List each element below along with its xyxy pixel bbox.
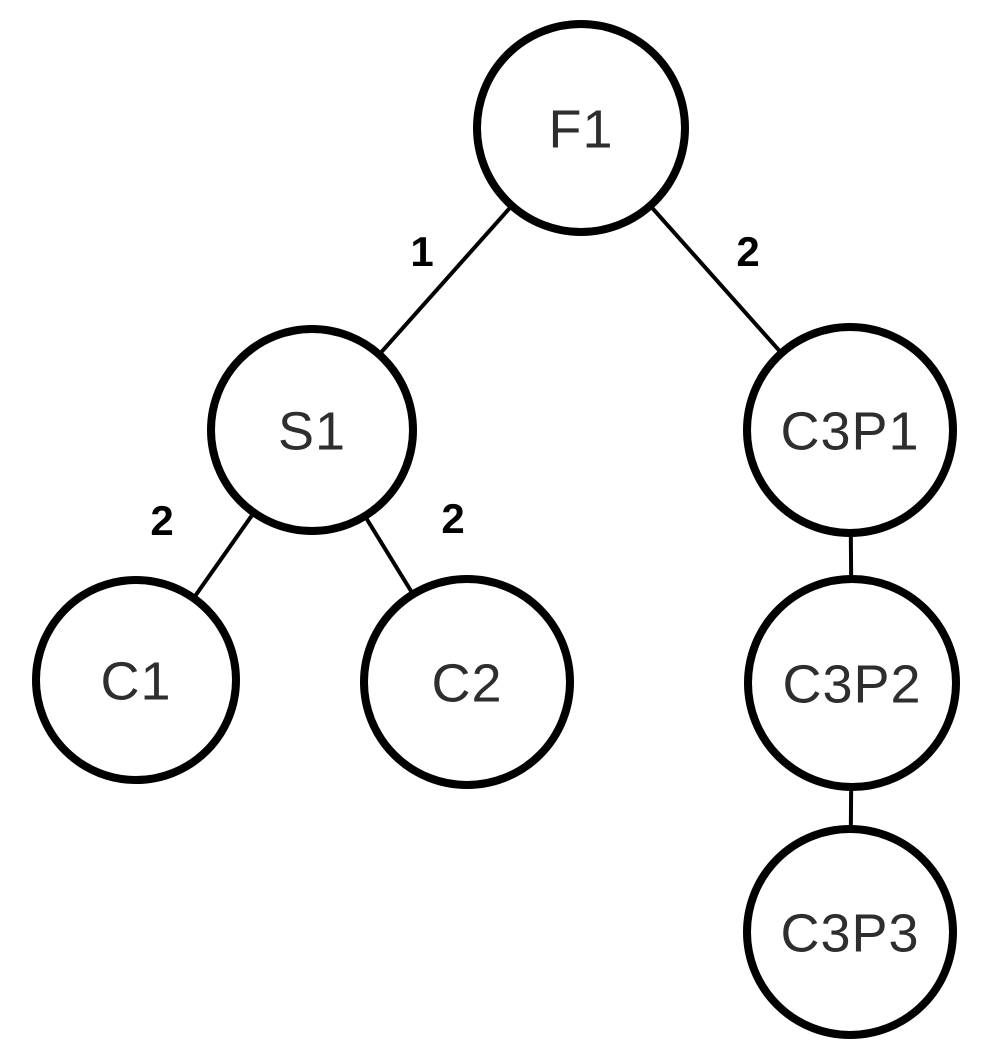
node-label-f1: F1 xyxy=(548,99,613,159)
node-c3p3: C3P3 xyxy=(743,825,957,1039)
edge-label-f1-c3p1: 2 xyxy=(736,228,759,275)
node-label-c1: C1 xyxy=(100,651,171,711)
node-s1: S1 xyxy=(207,325,417,535)
node-label-c3p3: C3P3 xyxy=(780,903,919,963)
edge-label-s1-c1: 2 xyxy=(150,497,173,544)
node-c3p2: C3P2 xyxy=(744,575,960,791)
node-circle-s1 xyxy=(207,325,417,535)
node-circle-c1 xyxy=(32,576,240,784)
node-circle-c2 xyxy=(360,575,574,789)
node-c3p1: C3P1 xyxy=(743,323,957,537)
node-label-c2: C2 xyxy=(431,653,502,713)
node-circle-c3p1 xyxy=(743,323,957,537)
node-label-c3p2: C3P2 xyxy=(782,654,921,714)
node-label-s1: S1 xyxy=(278,401,346,461)
node-circle-c3p2 xyxy=(744,575,960,791)
node-circle-c3p3 xyxy=(743,825,957,1039)
edge-label-f1-s1: 1 xyxy=(410,228,433,275)
edge-labels-layer: 1 2 2 2 xyxy=(150,228,759,544)
node-f1: F1 xyxy=(473,20,689,236)
node-c2: C2 xyxy=(360,575,574,789)
node-c1: C1 xyxy=(32,576,240,784)
node-circle-f1 xyxy=(473,20,689,236)
node-label-c3p1: C3P1 xyxy=(780,401,919,461)
edge-label-s1-c2: 2 xyxy=(441,495,464,542)
